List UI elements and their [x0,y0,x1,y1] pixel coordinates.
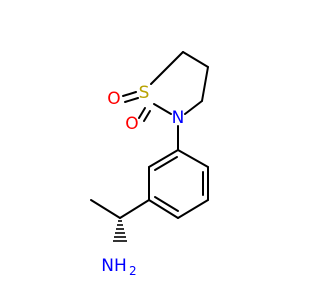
bond-ar-chiral [119,199,150,219]
bond-ar-6-1 [148,149,179,168]
bond-s-o-top-a [122,91,137,97]
bond-s-c1 [150,51,184,85]
hashed-wedge-bond [113,220,127,242]
amine-label: NH [101,256,127,276]
bond-c3-n [184,100,203,115]
structure-svg: S O O N NH 2 [90,51,209,278]
bond-ar-3-4 [177,199,209,219]
bond-n-s [153,103,172,115]
bond-ar-4-5 [148,199,179,219]
bond-ar-1-2 [177,149,209,168]
bond-c1-c2 [182,51,209,68]
bond-c2-c3 [201,66,209,102]
amine-subscript: 2 [129,264,137,278]
molecule-diagram: S O O N NH 2 [90,51,209,278]
bond-s-o-bottom-a [138,107,146,119]
bond-ar-inner-2 [154,196,179,212]
ring-nitrogen-label: N [172,108,185,128]
bond-chiral-methyl [90,199,121,219]
oxygen-bottom-label: O [125,114,138,134]
bond-s-o-top-b [124,97,139,103]
bond-s-o-bottom-b [143,110,151,122]
sulfur-label: S [139,83,150,103]
bond-ar-inner-3 [154,156,178,171]
oxygen-top-label: O [107,89,120,109]
